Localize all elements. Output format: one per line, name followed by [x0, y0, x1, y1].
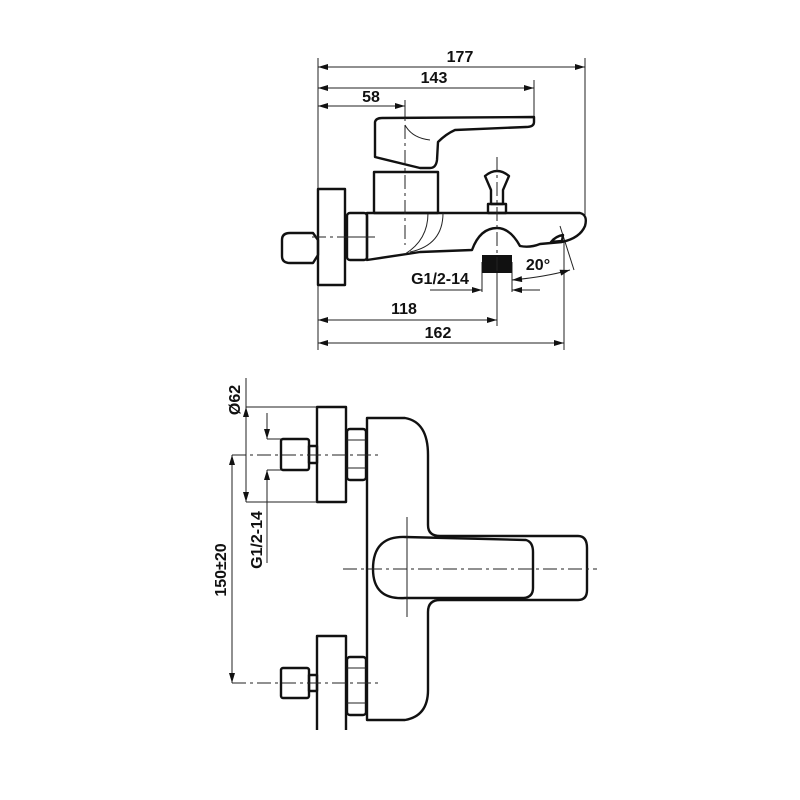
lever-contour — [404, 124, 431, 141]
spout-tip — [549, 233, 565, 244]
label-angle: 20° — [526, 257, 550, 274]
spout-body — [365, 211, 588, 262]
label-162: 162 — [425, 325, 452, 342]
lever-handle — [373, 115, 536, 170]
label-outlet-thread: G1/2-14 — [411, 271, 469, 288]
body-contour-2 — [409, 212, 444, 253]
label-flange-diameter: Ø62 — [227, 385, 244, 415]
side-view: 177 143 58 118 162 G1/2-14 20° — [280, 49, 588, 350]
lower-hex-nut — [345, 655, 368, 717]
label-118: 118 — [391, 301, 417, 318]
lever-top-view — [371, 535, 535, 600]
front-view: Ø62 G1/2-14 150±20 — [213, 378, 597, 730]
angle-line — [559, 225, 575, 271]
label-143: 143 — [421, 70, 448, 87]
cartridge-housing — [372, 170, 440, 215]
inlet-connector — [280, 231, 320, 265]
label-58: 58 — [362, 89, 380, 106]
mixer-body — [365, 416, 589, 722]
angle-arc — [511, 269, 571, 283]
body-contour — [404, 212, 429, 255]
label-inlet-thread: G1/2-14 — [249, 511, 266, 569]
label-inlet-spacing: 150±20 — [213, 543, 230, 596]
label-177: 177 — [447, 49, 474, 66]
